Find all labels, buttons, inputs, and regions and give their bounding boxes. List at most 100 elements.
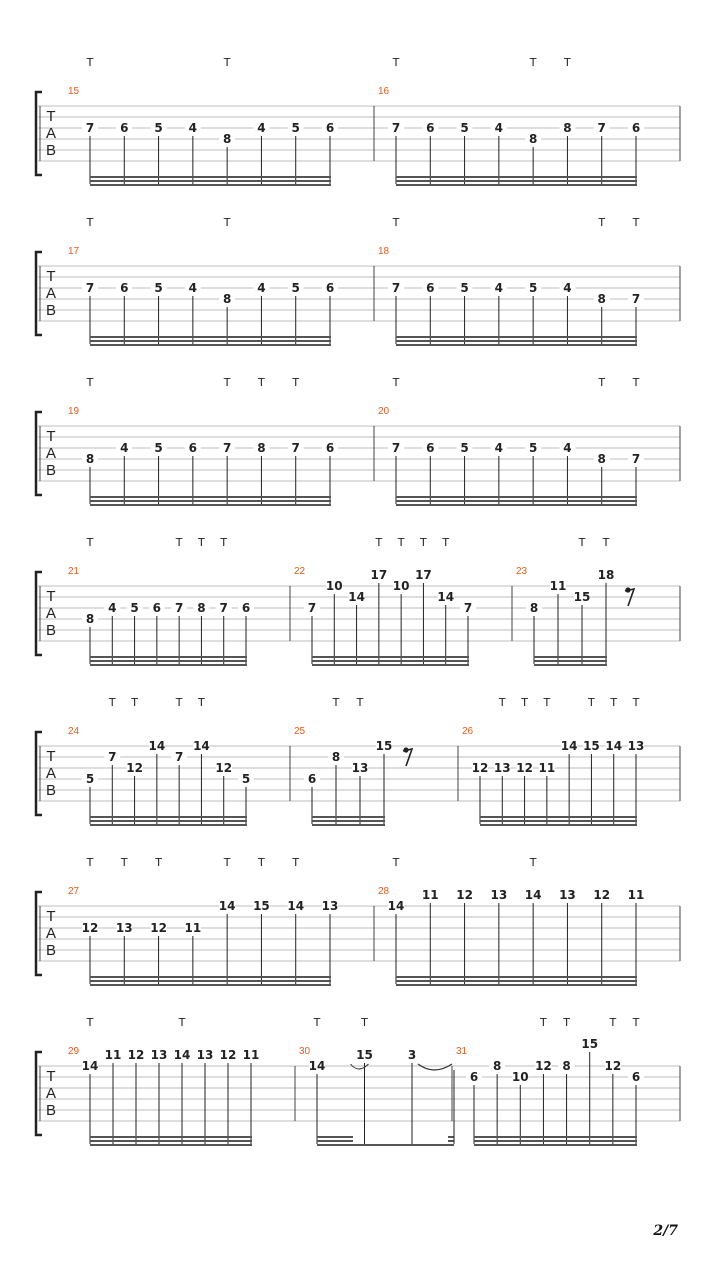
fret-knockout <box>593 122 610 135</box>
fret-knockout <box>104 751 121 764</box>
fret-number: 17 <box>371 568 388 582</box>
beam <box>317 1140 353 1142</box>
fret-number: 15 <box>376 739 393 753</box>
beam <box>534 656 607 658</box>
bar-number: 31 <box>456 1046 468 1057</box>
tab-clef-letter: B <box>46 942 56 959</box>
tap-marker: T <box>223 376 231 389</box>
fret-number: 17 <box>415 568 432 582</box>
fret-knockout <box>151 1049 167 1062</box>
bar-number: 15 <box>68 86 80 97</box>
tap-marker: T <box>392 216 400 229</box>
fret-knockout <box>490 442 507 455</box>
fret-knockout <box>238 773 254 786</box>
tap-marker: T <box>197 536 205 549</box>
fret-number: 14 <box>82 1059 99 1073</box>
fret-number: 7 <box>175 601 183 615</box>
beam <box>90 664 247 666</box>
fret-number: 14 <box>605 739 622 753</box>
fret-knockout <box>490 889 507 902</box>
fret-number: 4 <box>189 121 197 135</box>
fret-number: 6 <box>426 441 434 455</box>
fret-number: 12 <box>126 761 143 775</box>
tap-marker: T <box>632 1016 640 1029</box>
tap-marker: T <box>332 696 340 709</box>
tap-marker: T <box>257 376 265 389</box>
fret-knockout <box>370 569 387 582</box>
fret-number: 8 <box>529 132 537 146</box>
fret-number: 8 <box>562 1059 570 1073</box>
beam <box>448 1140 454 1142</box>
beam <box>480 824 637 826</box>
fret-knockout <box>322 122 338 135</box>
fret-knockout <box>193 602 210 615</box>
fret-number: 4 <box>495 121 503 135</box>
beam <box>90 504 331 506</box>
tap-marker: T <box>178 1016 186 1029</box>
fret-knockout <box>593 453 610 466</box>
fret-knockout <box>184 442 201 455</box>
fret-number: 7 <box>632 452 640 466</box>
fret-knockout <box>628 293 644 306</box>
beam <box>312 660 469 662</box>
fret-knockout <box>304 602 320 615</box>
fret-number: 14 <box>525 888 542 902</box>
beam <box>396 344 637 346</box>
beam <box>396 500 637 502</box>
fret-knockout <box>559 889 576 902</box>
fret-number: 6 <box>308 772 316 786</box>
fret-knockout <box>388 282 404 295</box>
beam <box>474 1144 637 1146</box>
tap-marker: T <box>175 696 183 709</box>
fret-number: 11 <box>185 921 202 935</box>
fret-knockout <box>494 762 511 775</box>
fret-number: 11 <box>243 1048 260 1062</box>
fret-number: 8 <box>223 132 231 146</box>
fret-number: 13 <box>559 888 576 902</box>
beam <box>90 824 247 826</box>
fret-knockout <box>525 442 542 455</box>
fret-number: 6 <box>632 121 640 135</box>
fret-number: 13 <box>352 761 369 775</box>
beam <box>90 184 331 186</box>
tap-marker: T <box>356 696 364 709</box>
fret-knockout <box>605 740 622 753</box>
beam <box>474 1140 637 1142</box>
tap-marker: T <box>632 696 640 709</box>
tap-marker: T <box>223 216 231 229</box>
fret-number: 13 <box>322 899 339 913</box>
fret-knockout <box>238 602 254 615</box>
fret-number: 6 <box>326 281 334 295</box>
bar-number: 24 <box>68 726 80 737</box>
tap-marker: T <box>441 536 449 549</box>
fret-number: 6 <box>242 601 250 615</box>
fret-knockout <box>150 442 167 455</box>
bar-number: 18 <box>378 246 390 257</box>
bar-number: 19 <box>68 406 80 417</box>
beam <box>312 664 469 666</box>
fret-number: 12 <box>215 761 232 775</box>
bar-number: 30 <box>299 1046 311 1057</box>
tab-clef-letter: T <box>46 1068 55 1085</box>
tab-clef-letter: B <box>46 302 56 319</box>
fret-knockout <box>116 282 133 295</box>
fret-knockout <box>82 1060 98 1073</box>
fret-knockout <box>538 762 555 775</box>
fret-knockout <box>628 453 644 466</box>
fret-knockout <box>559 122 576 135</box>
fret-number: 12 <box>605 1059 622 1073</box>
tap-marker: T <box>529 856 537 869</box>
fret-knockout <box>388 442 404 455</box>
tap-marker: T <box>86 856 94 869</box>
fret-knockout <box>490 282 507 295</box>
tap-marker: T <box>223 56 231 69</box>
fret-number: 13 <box>491 888 508 902</box>
beam <box>90 340 331 342</box>
page-number: 2/7 <box>652 1223 678 1239</box>
beam <box>90 660 247 662</box>
fret-knockout <box>243 1049 259 1062</box>
beam <box>90 816 247 818</box>
fret-knockout <box>388 122 404 135</box>
tap-marker: T <box>120 856 128 869</box>
